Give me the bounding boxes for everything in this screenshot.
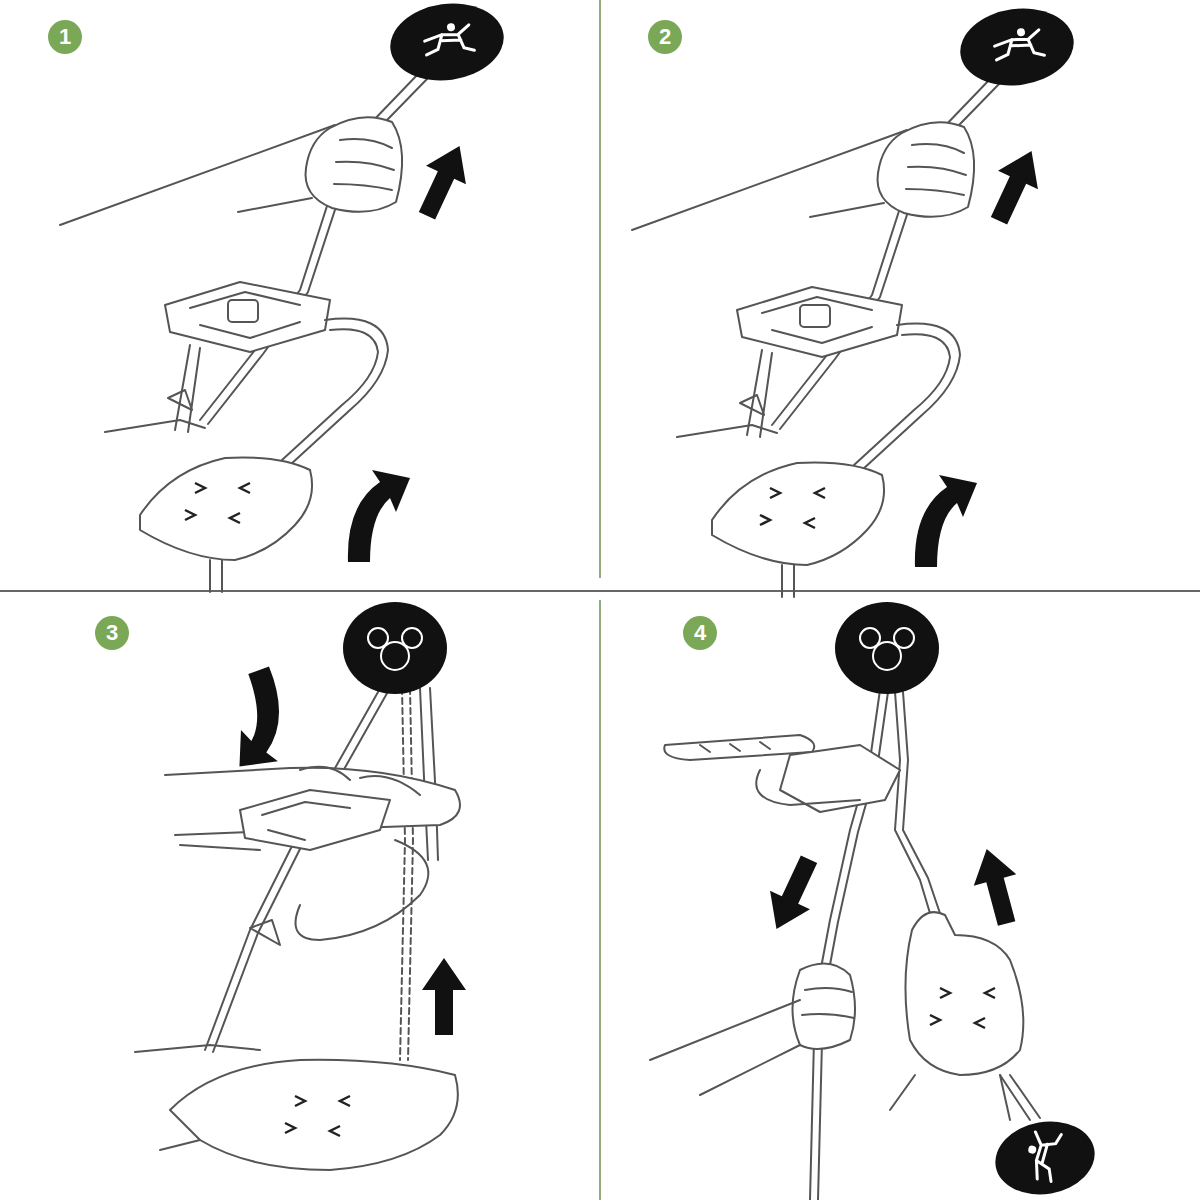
step-number-text: 2 xyxy=(659,26,671,48)
glove-chevrons xyxy=(185,483,250,523)
carabiner xyxy=(296,840,429,940)
rope-knot xyxy=(250,920,280,945)
step-number-text: 3 xyxy=(106,622,118,644)
rope xyxy=(205,685,382,1050)
step-number-text: 1 xyxy=(59,26,71,48)
rope xyxy=(903,692,945,928)
forearm xyxy=(650,1000,800,1095)
pull-arrow xyxy=(422,958,466,1035)
rope xyxy=(213,688,390,1052)
pull-hand xyxy=(793,964,856,1049)
panel-divider xyxy=(599,0,601,578)
belay-device xyxy=(240,790,390,850)
panel-three-drawing xyxy=(135,685,460,1170)
panel-divider xyxy=(0,590,1200,592)
glove-chevrons xyxy=(285,1096,350,1136)
climber-icon xyxy=(993,26,1045,62)
brake-hand xyxy=(905,912,1023,1075)
panel-four-drawing xyxy=(650,690,1040,1200)
anchor-oval xyxy=(343,602,447,694)
finger-lines xyxy=(802,988,854,1018)
device-detail xyxy=(262,802,350,840)
pull-arrow xyxy=(965,843,1027,929)
harness-line xyxy=(135,1045,260,1052)
climber-icon xyxy=(423,21,475,57)
carabiner xyxy=(756,770,860,805)
wrist-line xyxy=(180,845,260,850)
step-number: 2 xyxy=(648,20,682,54)
mouse-icon xyxy=(368,628,422,670)
step-number: 1 xyxy=(48,20,82,54)
glove-chevrons xyxy=(760,488,825,528)
anchor-oval xyxy=(955,1,1078,92)
mouse-icon xyxy=(860,628,914,670)
anchor-oval xyxy=(835,602,939,694)
panel-one-drawing xyxy=(60,72,428,592)
pull-arrow xyxy=(915,475,977,567)
step-number: 3 xyxy=(95,616,129,650)
panel-divider xyxy=(599,600,601,1200)
rope xyxy=(400,688,413,1060)
pull-arrow xyxy=(348,470,410,562)
pull-arrow xyxy=(757,850,829,938)
rope xyxy=(420,688,438,860)
anchor-oval xyxy=(385,0,508,88)
panel-two-drawing xyxy=(632,77,1000,597)
forearm xyxy=(890,1075,1010,1120)
glove-chevrons xyxy=(930,988,995,1028)
wrist-line xyxy=(160,1140,200,1150)
climber-icon xyxy=(1023,1129,1061,1181)
lever-grip xyxy=(700,742,770,752)
rope xyxy=(1000,1075,1040,1120)
pull-arrow xyxy=(407,137,479,225)
climber-oval xyxy=(990,1114,1101,1200)
pull-arrow xyxy=(979,142,1051,230)
step-number-text: 4 xyxy=(694,622,706,644)
rope xyxy=(895,692,935,930)
brake-hand xyxy=(170,1060,458,1170)
step-number: 4 xyxy=(683,616,717,650)
lever-arrow xyxy=(211,666,301,774)
